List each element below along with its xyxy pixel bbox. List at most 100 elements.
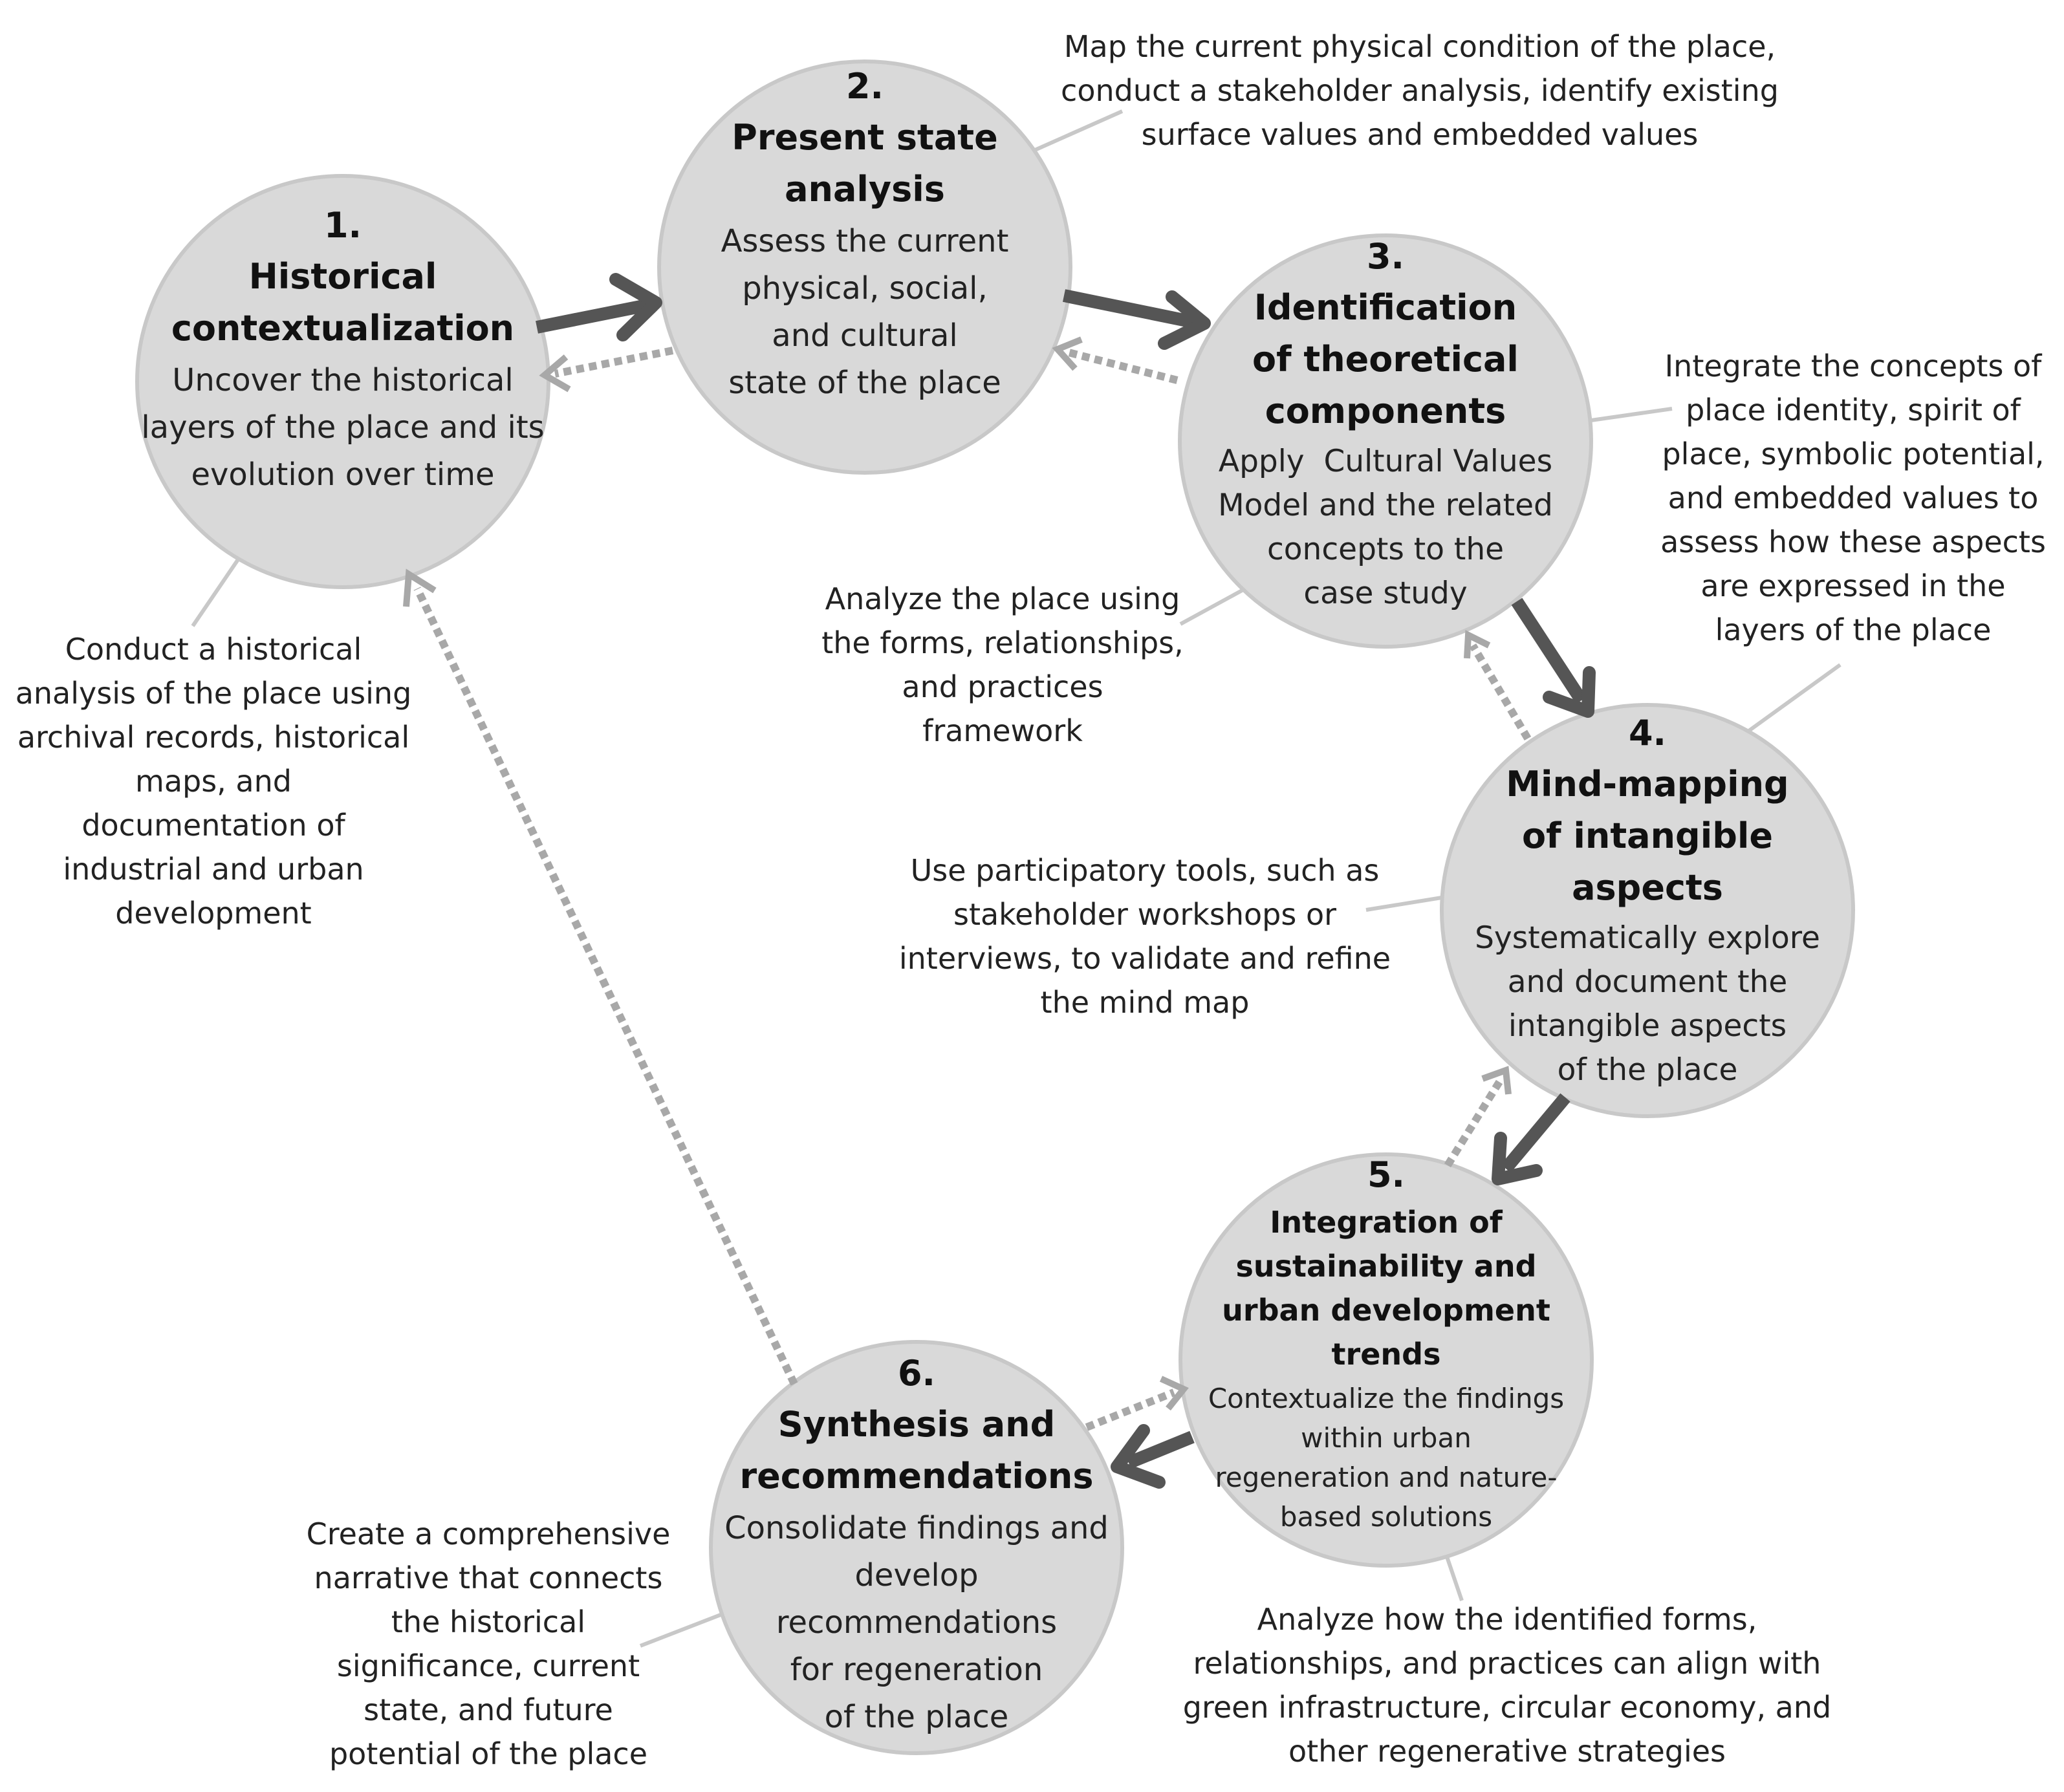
step-title-line: of intangible — [1522, 815, 1773, 856]
note-line: the forms, relationships, — [821, 625, 1184, 660]
step-description-line: Model and the related — [1218, 488, 1553, 523]
step-5-circle — [1179, 1152, 1594, 1568]
step-description-line: layers of the place and its — [141, 409, 545, 446]
note-step-2: Map the current physical condition of th… — [1061, 25, 1779, 157]
note-line: place identity, spirit of — [1686, 393, 2021, 427]
note-line: Analyze the place using — [825, 581, 1180, 616]
step-6-circle — [709, 1340, 1124, 1755]
feedback-arrow-2-to-1 — [539, 347, 674, 393]
step-title: Integration of sustainability and urban … — [1176, 1200, 1596, 1376]
note-line: are expressed in the — [1700, 568, 2006, 603]
step-3-circle — [1178, 233, 1593, 649]
step-title-line: contextualization — [171, 308, 515, 349]
feedback-arrow-6-to-5 — [1085, 1376, 1189, 1431]
step-number: 6. — [897, 1353, 936, 1394]
step-title-line: Integration of — [1270, 1205, 1503, 1240]
step-title-line: sustainability and — [1235, 1249, 1537, 1284]
step-description: Consolidate findings and develop recomme… — [706, 1505, 1127, 1741]
note-step-3-right: Integrate the concepts of place identity… — [1646, 344, 2060, 652]
note-line: documentation of — [81, 808, 345, 843]
note-line: archival records, historical — [17, 720, 410, 755]
step-description-line: of the place — [824, 1699, 1009, 1735]
step-number: 2. — [845, 66, 884, 107]
note-line: industrial and urban — [63, 852, 364, 887]
step-description-line: for regeneration — [790, 1652, 1043, 1688]
note-line: state, and future — [364, 1692, 613, 1727]
step-number: 5. — [1367, 1154, 1406, 1195]
note-line: relationships, and practices can align w… — [1193, 1646, 1821, 1681]
note-line: analysis of the place using — [15, 676, 412, 711]
note-line: maps, and — [135, 764, 292, 799]
step-title: Identification of theoretical components — [1175, 282, 1596, 437]
step-title: Mind-mapping of intangible aspects — [1437, 759, 1858, 914]
note-line: the historical — [391, 1604, 586, 1639]
step-description-line: case study — [1303, 576, 1468, 611]
step-description: Assess the current physical, social, and… — [655, 218, 1075, 407]
step-description-line: concepts to the — [1266, 532, 1505, 567]
step-2-circle — [657, 59, 1072, 475]
leader-line-step4-left — [1365, 895, 1446, 912]
note-line: Conduct a historical — [65, 632, 362, 667]
step-description: Contextualize the findings within urban … — [1176, 1379, 1596, 1537]
leader-line-step3-left — [1179, 588, 1244, 626]
note-step-5: Analyze how the identified forms, relati… — [1161, 1597, 1853, 1773]
step-title-line: components — [1265, 391, 1506, 431]
feedback-arrow-4-to-3 — [1464, 630, 1532, 741]
step-description-line: and document the — [1507, 964, 1788, 1000]
note-line: Analyze how the identified forms, — [1257, 1602, 1757, 1637]
step-description-line: Assess the current — [721, 223, 1009, 259]
note-line: conduct a stakeholder analysis, identify… — [1061, 73, 1779, 108]
feedback-arrow-3-to-2 — [1052, 336, 1179, 384]
note-line: potential of the place — [329, 1736, 648, 1771]
step-number: 4. — [1628, 713, 1667, 753]
arrow-2-to-3 — [1062, 289, 1211, 350]
step-title-line: aspects — [1572, 867, 1723, 908]
step-title-line: Historical — [248, 256, 437, 297]
note-step-3-left: Analyze the place using the forms, relat… — [805, 577, 1200, 753]
step-title-line: Present state — [732, 117, 998, 158]
note-line: stakeholder workshops or — [953, 897, 1337, 932]
arrow-3-to-4 — [1511, 598, 1596, 718]
step-description-line: and cultural — [772, 318, 958, 354]
note-line: place, symbolic potential, — [1662, 437, 2045, 471]
note-line: other regenerative strategies — [1288, 1734, 1726, 1769]
step-description-line: intangible aspects — [1508, 1008, 1787, 1044]
step-description-line: within urban — [1301, 1422, 1472, 1454]
step-description-line: recommendations — [776, 1604, 1058, 1641]
step-title-line: of theoretical — [1252, 339, 1519, 380]
note-line: layers of the place — [1715, 612, 1992, 647]
step-description-line: Contextualize the findings — [1208, 1383, 1565, 1414]
step-description: Apply Cultural Values Model and the rela… — [1175, 440, 1596, 616]
arrow-1-to-2 — [536, 273, 662, 341]
step-description-line: develop — [854, 1557, 979, 1593]
step-3: 3. Identification of theoretical compone… — [1175, 232, 1596, 616]
step-title-line: Identification — [1254, 287, 1517, 328]
note-line: Map the current physical condition of th… — [1063, 29, 1776, 64]
step-description-line: state of the place — [728, 365, 1001, 401]
step-description-line: based solutions — [1279, 1501, 1493, 1533]
feedback-arrow-6-to-1 — [403, 568, 798, 1386]
step-description-line: Apply Cultural Values — [1218, 444, 1553, 479]
leader-line-step1 — [191, 552, 244, 627]
step-4-circle — [1440, 703, 1855, 1118]
step-title-line: Mind-mapping — [1506, 764, 1789, 804]
step-title: Synthesis and recommendations — [706, 1399, 1127, 1502]
step-1-circle — [135, 174, 550, 589]
leader-line-step4-top — [1734, 663, 1841, 742]
note-line: narrative that connects — [314, 1560, 663, 1595]
step-description-line: physical, social, — [742, 270, 988, 307]
note-line: and embedded values to — [1667, 480, 2039, 515]
step-description: Uncover the historical layers of the pla… — [133, 357, 553, 499]
note-line: Integrate the concepts of — [1664, 349, 2042, 383]
step-title-line: analysis — [785, 169, 945, 210]
arrow-5-to-6 — [1111, 1424, 1195, 1489]
note-line: Create a comprehensive — [306, 1517, 671, 1551]
step-6: 6. Synthesis and recommendations Consoli… — [706, 1348, 1127, 1741]
note-line: the mind map — [1040, 985, 1250, 1020]
arrow-4-to-5 — [1492, 1093, 1570, 1185]
note-line: significance, current — [336, 1648, 640, 1683]
step-description-line: Systematically explore — [1475, 920, 1820, 956]
note-line: green infrastructure, circular economy, … — [1182, 1690, 1832, 1725]
step-title-line: trends — [1331, 1337, 1441, 1372]
note-step-6: Create a comprehensive narrative that co… — [285, 1512, 692, 1776]
